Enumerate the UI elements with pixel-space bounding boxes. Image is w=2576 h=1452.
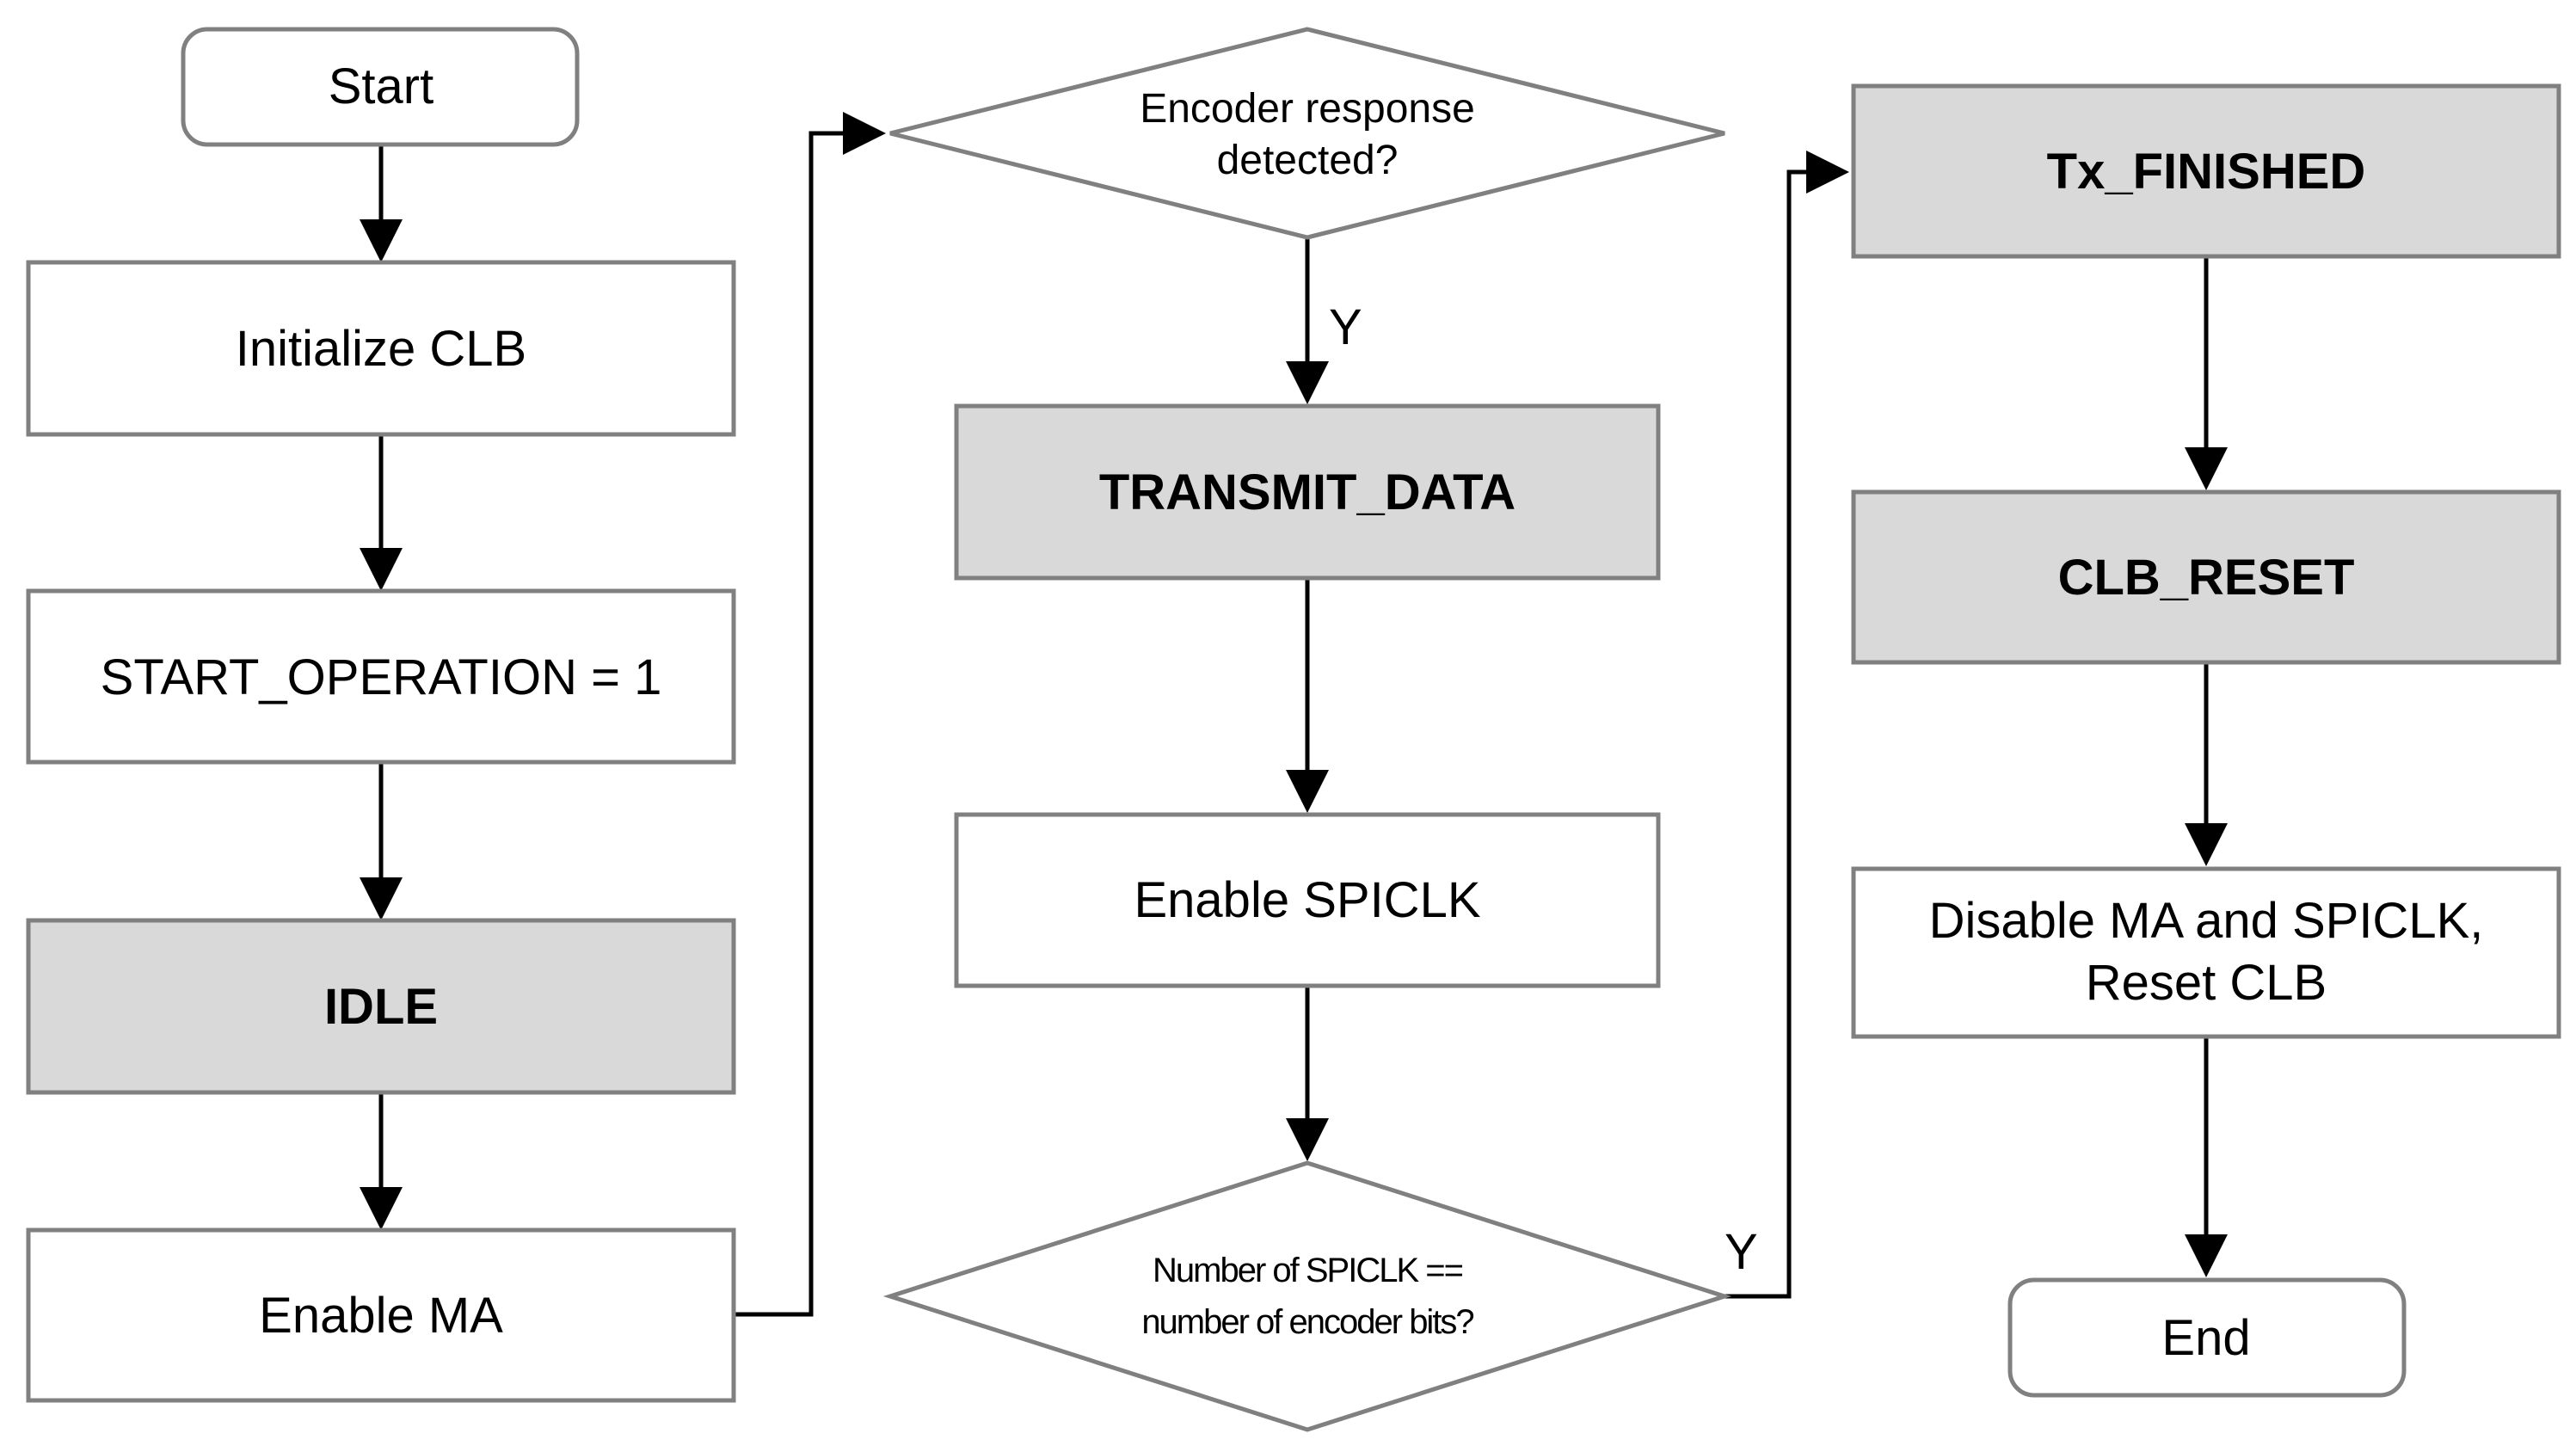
- transmit-data-state: TRANSMIT_DATA: [954, 403, 1661, 581]
- transmit-data-label: TRANSMIT_DATA: [1099, 465, 1515, 520]
- init-clb-node: Initialize CLB: [26, 260, 736, 437]
- enable-spiclk-label: Enable SPICLK: [1134, 872, 1480, 928]
- end-label: End: [2161, 1310, 2250, 1366]
- end-node: End: [2007, 1277, 2407, 1398]
- start-label: Start: [329, 58, 434, 114]
- encoder-yes-label: Y: [1329, 299, 1362, 355]
- idle-state: IDLE: [26, 918, 736, 1095]
- spiclk-count-line-1: Number of SPICLK ==: [1153, 1252, 1463, 1289]
- edge-count-to-txfinished: [1725, 151, 1849, 1299]
- spiclk-count-decision: Number of SPICLK == number of encoder bi…: [882, 1160, 1732, 1432]
- enable-ma-node: Enable MA: [26, 1227, 736, 1403]
- disable-reset-line-1: Disable MA and SPICLK,: [1929, 893, 2484, 949]
- enable-ma-label: Enable MA: [259, 1288, 503, 1344]
- encoder-response-decision: Encoder response detected?: [889, 27, 1725, 240]
- tx-finished-state: Tx_FINISHED: [1851, 83, 2561, 259]
- disable-reset-line-2: Reset CLB: [2086, 955, 2327, 1011]
- spiclk-count-line-2: number of encoder bits?: [1141, 1303, 1473, 1341]
- start-operation-node: START_OPERATION = 1: [26, 588, 736, 765]
- spiclk-yes-label: Y: [1725, 1224, 1758, 1280]
- enable-spiclk-node: Enable SPICLK: [954, 812, 1661, 988]
- start-operation-label: START_OPERATION = 1: [101, 649, 662, 705]
- disable-reset-node: Disable MA and SPICLK, Reset CLB: [1851, 866, 2561, 1039]
- start-node: Start: [181, 27, 580, 147]
- clb-reset-state: CLB_RESET: [1851, 489, 2561, 665]
- clb-reset-label: CLB_RESET: [2058, 550, 2355, 606]
- encoder-response-line-1: Encoder response: [1140, 86, 1475, 132]
- tx-finished-label: Tx_FINISHED: [2047, 144, 2366, 200]
- edge-enablema-to-encoder: [734, 112, 886, 1317]
- idle-label: IDLE: [324, 979, 438, 1035]
- init-clb-label: Initialize CLB: [236, 321, 526, 377]
- encoder-response-line-2: detected?: [1217, 138, 1399, 183]
